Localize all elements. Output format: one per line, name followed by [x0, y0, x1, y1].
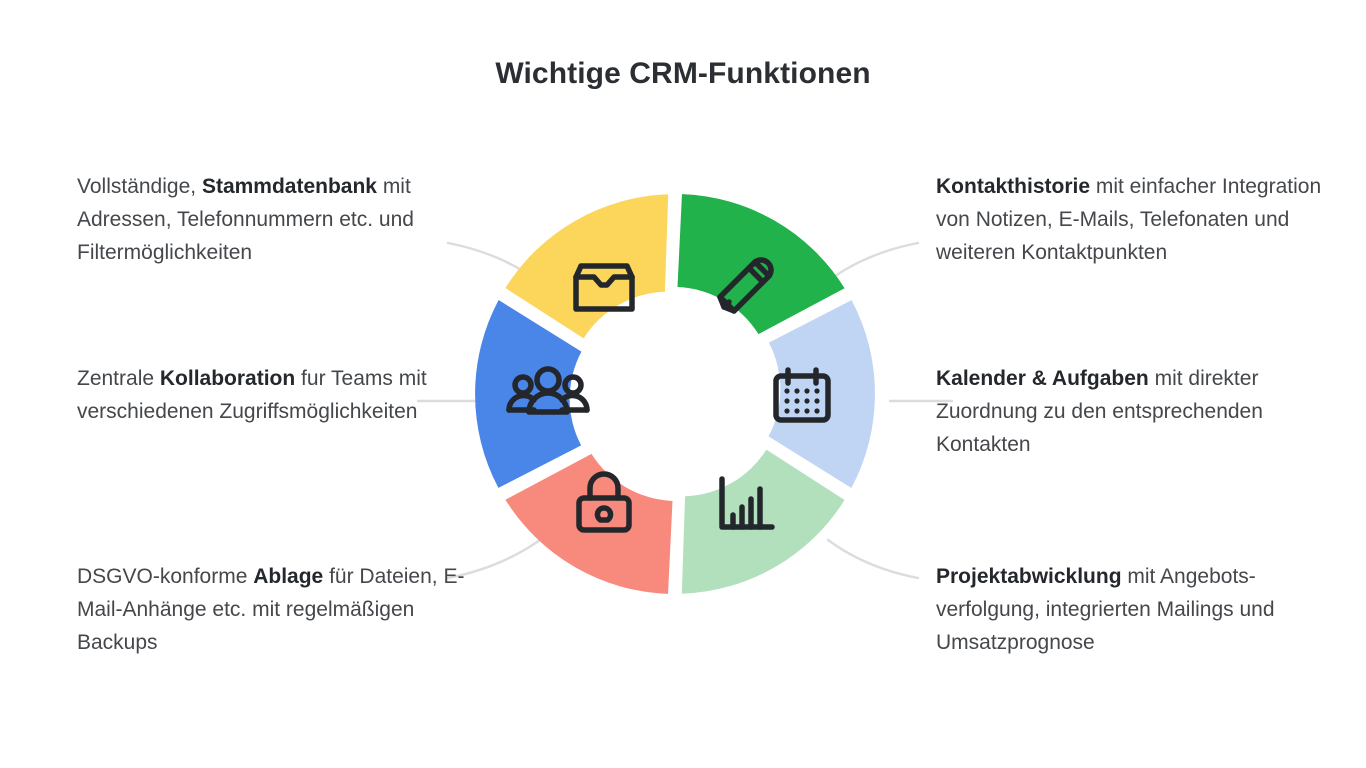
segment-ablage[interactable]	[642, 426, 847, 596]
segment-kalender-aufgaben[interactable]	[677, 194, 845, 335]
inbox-envelope-icon	[573, 263, 635, 312]
lock-icon	[576, 471, 632, 533]
blurb-kalender-post: mit direkter Zuordnung zu den entspreche…	[936, 367, 1263, 456]
group-people-icon	[506, 366, 590, 415]
blurb-kollaboration-post: fur Teams mit verschiedenen Zugriffsmögl…	[77, 367, 427, 423]
blurb-stammdatenbank-bold: Stammdatenbank	[201, 175, 377, 198]
donut-wheel	[473, 192, 877, 596]
blurb-ablage-pre: DSGVO-konforme	[77, 565, 254, 588]
wheel-segments	[475, 194, 877, 596]
blurb-kollaboration-pre: Zentrale	[77, 367, 160, 390]
blurb-projektabwicklung: Projektabwicklung mit Angebots-verfolgun…	[936, 560, 1336, 659]
blurb-stammdatenbank: Vollständige, Stammdatenbank mit Adresse…	[77, 170, 507, 269]
segment-kollaboration[interactable]	[505, 453, 673, 594]
blurb-kalender-bold: Kalender & Aufgaben	[936, 367, 1149, 390]
blurb-kollaboration-bold: Kollaboration	[159, 367, 296, 390]
bar-chart-icon	[719, 476, 775, 530]
blurb-ablage: DSGVO-konforme Ablage für Dateien, E-Mai…	[77, 560, 477, 659]
blurb-stammdatenbank-post: mit Adressen, Telefonnummern etc. und Fi…	[77, 175, 414, 264]
blurb-projektabwicklung-bold: Projektabwicklung	[936, 565, 1122, 588]
page-title: Wichtige CRM-Funktionen	[495, 57, 871, 90]
blurb-kollaboration: Zentrale Kollaboration fur Teams mit ver…	[77, 362, 437, 428]
connector-projektabwicklung	[826, 538, 920, 580]
blurb-kalender: Kalender & Aufgaben mit direkter Zuordnu…	[936, 362, 1266, 461]
blurb-ablage-post: für Dateien, E-Mail-Anhänge etc. mit reg…	[77, 565, 465, 654]
blurb-stammdatenbank-pre: Vollständige,	[77, 175, 202, 198]
blurb-projektabwicklung-post: mit Angebots-verfolgung, integrierten Ma…	[936, 565, 1275, 654]
segment-projektabwicklung[interactable]	[728, 296, 877, 511]
calendar-icon	[773, 367, 831, 423]
blurb-kontakthistorie: Kontakthistorie mit einfacher Integratio…	[936, 170, 1326, 269]
pencil-icon	[717, 257, 774, 314]
blurb-ablage-bold: Ablage	[253, 565, 324, 588]
blurb-kontakthistorie-bold: Kontakthistorie	[936, 175, 1091, 198]
blurb-kontakthistorie-post: mit einfacher Integration von Notizen, E…	[936, 175, 1322, 264]
connector-ablage	[446, 538, 542, 580]
